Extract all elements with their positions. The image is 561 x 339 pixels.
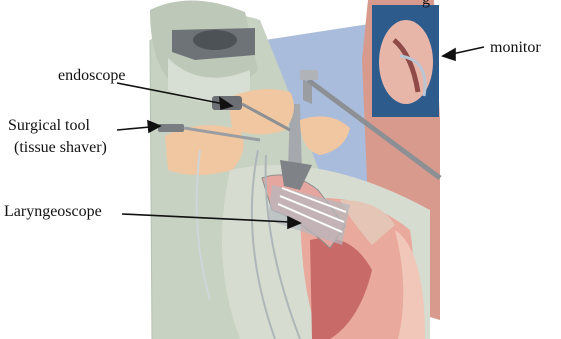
surgical-tool-label: Surgical tool (8, 117, 90, 135)
laryngoscope-label: Laryngeoscope (4, 203, 102, 221)
arrow-monitor (452, 47, 484, 54)
endoscope-label: endoscope (58, 67, 126, 85)
arrow-surgical-tool (117, 127, 150, 130)
clipped-top-text: g (422, 0, 430, 9)
surgical-tool-sublabel: (tissue shaver) (14, 139, 107, 157)
monitor-label: monitor (490, 39, 541, 57)
